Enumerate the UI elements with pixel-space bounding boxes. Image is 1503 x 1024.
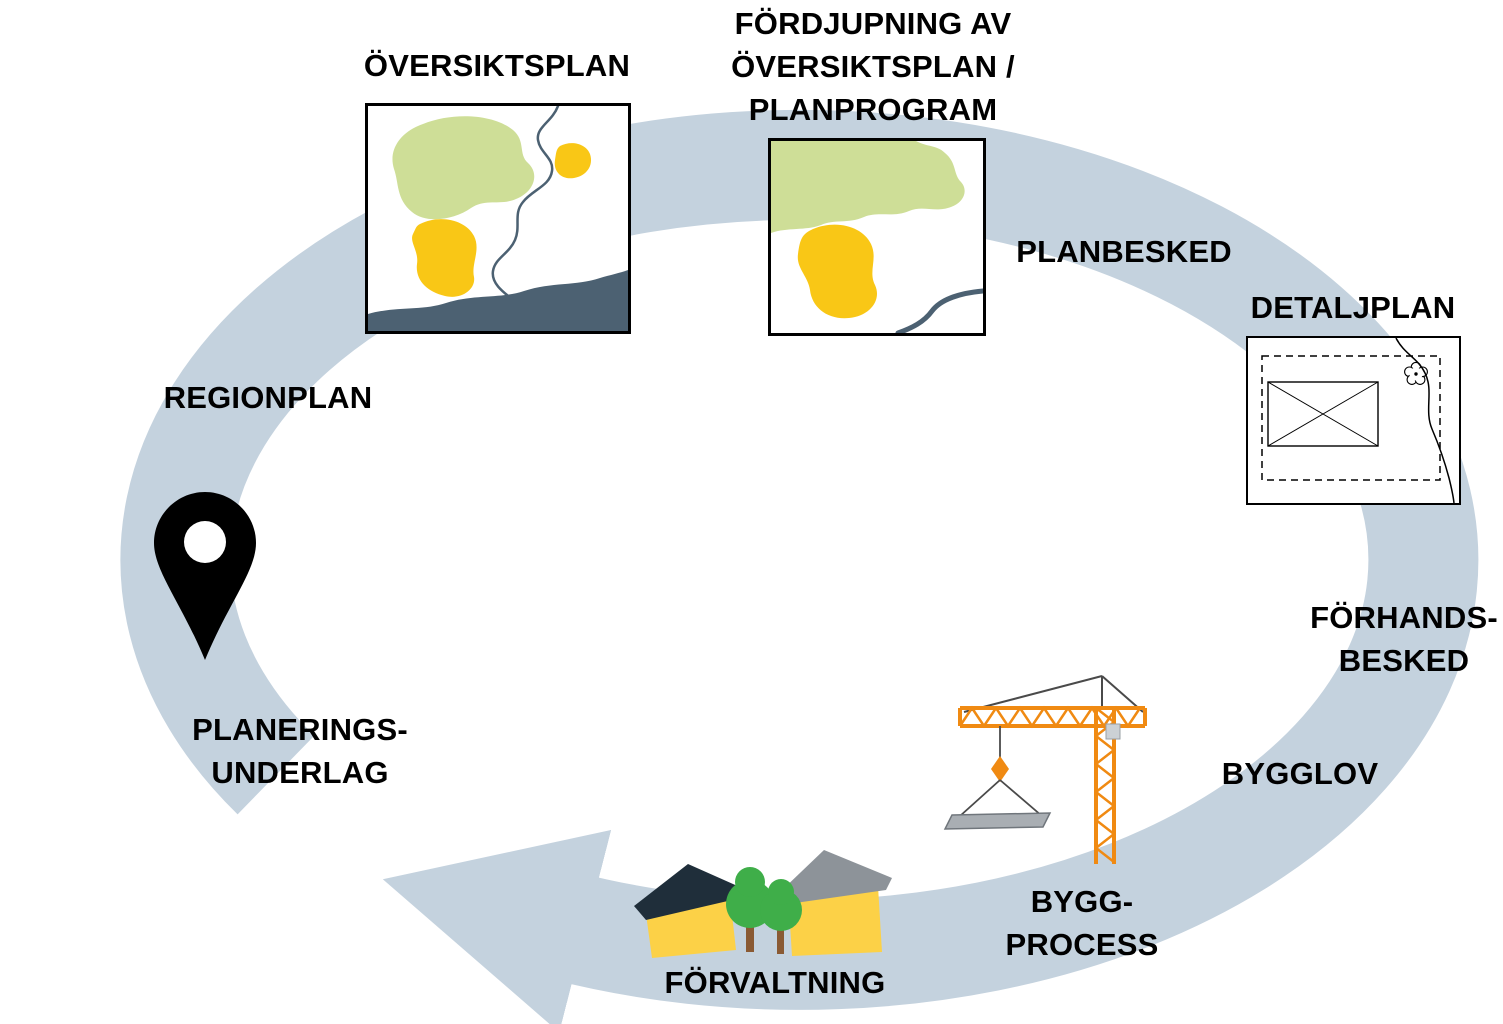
label-detaljplan: DETALJPLAN [1250, 290, 1456, 325]
crane-jib-lattice [958, 705, 1142, 729]
pin-hole-shape [184, 521, 226, 563]
tree-symbol-icon [1404, 361, 1428, 385]
label-line: PLANPROGRAM [748, 92, 998, 127]
small-yellow-area-shape [554, 143, 592, 179]
yellow-area-shape [412, 219, 477, 297]
label-line: BYGG- [1030, 884, 1134, 919]
crane-tower-lattice [1093, 707, 1117, 863]
detaljplan-sketch-image [1246, 336, 1461, 505]
label-byggprocess: BYGG- PROCESS [1006, 880, 1159, 966]
construction-crane-icon [940, 666, 1170, 873]
label-line: ÖVERSIKTSPLAN / [731, 49, 1015, 84]
fordjupning-map-image [768, 138, 986, 336]
crane-jib-frame [958, 706, 1147, 728]
label-line: BESKED [1338, 643, 1470, 678]
label-bygglov: BYGGLOV [1221, 756, 1379, 791]
fordjupning-map-art [771, 141, 983, 333]
label-planbesked: PLANBESKED [1016, 234, 1232, 269]
tree-trunk [777, 928, 784, 954]
tree-crown [768, 879, 794, 905]
crane-load-slab [943, 812, 1052, 830]
building-cross-lines [1267, 381, 1379, 447]
label-line: FÖRHANDS- [1310, 600, 1498, 635]
crane-cab [1105, 723, 1121, 740]
pin-body-shape [154, 492, 256, 660]
yellow-area-shape [797, 224, 878, 319]
label-oversiktsplan: ÖVERSIKTSPLAN [363, 48, 631, 83]
river-line [895, 288, 983, 333]
coast-water-shape [368, 270, 628, 331]
river-line [491, 106, 560, 301]
road-curve-line [1395, 338, 1455, 503]
detaljplan-sketch-art [1261, 338, 1455, 503]
tree-trunk [746, 922, 754, 952]
label-line: PLANERINGS- [192, 712, 408, 747]
green-land-shape [771, 141, 965, 233]
label-line: PROCESS [1005, 927, 1159, 962]
location-pin-art [154, 492, 256, 660]
crane-sling-cables [959, 779, 1043, 817]
construction-crane-art [943, 675, 1147, 864]
label-forhandsbesked: FÖRHANDS- BESKED [1310, 596, 1498, 682]
plan-boundary-dashed-rect [1261, 355, 1441, 481]
right-house-body [788, 886, 882, 956]
crane-hook [991, 756, 1009, 782]
label-line: UNDERLAG [211, 755, 389, 790]
green-land-shape [392, 116, 535, 220]
oversiktsplan-map-art [368, 106, 628, 331]
houses-trees-icon [630, 830, 895, 960]
houses-trees-art [634, 850, 892, 958]
label-forvaltning: FÖRVALTNING [664, 965, 886, 1000]
label-regionplan: REGIONPLAN [163, 380, 373, 415]
label-line: FÖRDJUPNING AV [734, 6, 1012, 41]
label-fordjupning: FÖRDJUPNING AV ÖVERSIKTSPLAN / PLANPROGR… [731, 2, 1015, 131]
left-house-roof [634, 864, 742, 920]
right-house-roof [778, 850, 892, 904]
cycle-ring-arc [120, 109, 1479, 1024]
location-pin-icon [148, 492, 262, 660]
label-planeringsunderlag: PLANERINGS- UNDERLAG [192, 708, 408, 794]
oversiktsplan-map-image [365, 103, 631, 334]
tree-crown [735, 867, 765, 897]
